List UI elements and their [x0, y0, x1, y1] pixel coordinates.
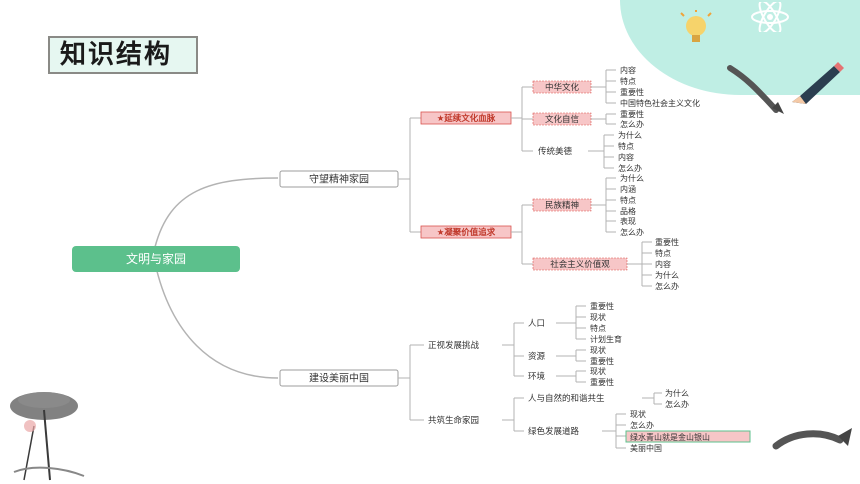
jiayuan-label: 共筑生命家园 [428, 415, 479, 426]
huanjing-label: 环境 [528, 371, 546, 382]
meide-label: 传统美德 [538, 146, 573, 157]
minzu-item-5: 表现 [620, 216, 636, 226]
lvse-label: 绿色发展道路 [528, 426, 580, 437]
ink-fish-icon [727, 65, 784, 114]
root-node [72, 246, 240, 272]
zhonghua-item-4: 中国特色社会主义文化 [620, 98, 700, 108]
minzu-item-1: 为什么 [620, 173, 644, 183]
group-yanxu-label: ★延续文化血脉 [437, 113, 496, 124]
ziyuan-item-1: 现状 [590, 345, 606, 355]
meide-item-1: 为什么 [618, 130, 642, 140]
title-box [48, 36, 198, 74]
renkou-item-2: 现状 [590, 312, 606, 322]
huanjing-item-2: 重要性 [590, 377, 614, 387]
minzu-item-3: 特点 [620, 195, 636, 205]
huanjing-item-1: 现状 [590, 366, 606, 376]
tiaozhan-label: 正视发展挑战 [428, 340, 480, 351]
lotus-painting [10, 392, 85, 481]
jiazhiguan-item-5: 怎么办 [655, 281, 679, 291]
jiazhiguan-label: 社会主义价值观 [550, 259, 610, 270]
meide-item-3: 内容 [618, 152, 634, 162]
lvse-item-4: 美丽中国 [630, 443, 662, 453]
zhonghua-label: 中华文化 [545, 82, 580, 93]
minzu-item-4: 品格 [620, 206, 636, 216]
ziyuan-item-2: 重要性 [590, 356, 614, 366]
ziyuan-label: 资源 [528, 351, 546, 362]
renkou-item-3: 特点 [590, 323, 606, 333]
jiazhiguan-item-2: 特点 [655, 248, 671, 258]
group-ningju-label: ★凝聚价值追求 [437, 227, 496, 238]
jiazhiguan-item-3: 内容 [655, 259, 671, 269]
minzu-item-6: 怎么办 [620, 227, 644, 237]
branch2-label: 建设美丽中国 [309, 372, 369, 385]
root-label: 文明与家园 [126, 251, 186, 266]
lvse-item-1: 现状 [630, 409, 646, 419]
lvse-highlight-box [625, 430, 751, 443]
zixin-item-1: 重要性 [620, 109, 644, 119]
atom-icon [751, 2, 789, 32]
ink-fish-icon-2 [772, 428, 852, 450]
hexie-item-2: 怎么办 [665, 399, 689, 409]
zixin-item-2: 怎么办 [620, 119, 644, 129]
meide-item-4: 怎么办 [618, 163, 642, 173]
meide-item-2: 特点 [618, 141, 634, 151]
jiazhiguan-item-1: 重要性 [655, 237, 679, 247]
renkou-item-4: 计划生育 [590, 334, 622, 344]
hexie-item-1: 为什么 [665, 388, 689, 398]
hexie-label: 人与自然的和谐共生 [528, 393, 605, 404]
zhonghua-item-1: 内容 [620, 65, 636, 75]
pencil-icon [792, 62, 844, 104]
zhonghua-item-2: 特点 [620, 76, 636, 86]
renkou-label: 人口 [528, 319, 545, 329]
minzu-item-2: 内涵 [620, 184, 636, 194]
lightbulb-icon [680, 10, 712, 42]
renkou-item-1: 重要性 [590, 301, 614, 311]
lvse-item-2: 怎么办 [630, 420, 654, 430]
zixin-label: 文化自信 [545, 114, 580, 125]
jiazhiguan-item-4: 为什么 [655, 270, 679, 280]
zhonghua-item-3: 重要性 [620, 87, 644, 97]
branch1-label: 守望精神家园 [309, 173, 369, 186]
lvse-item-3: 绿水青山就是金山银山 [630, 432, 710, 442]
minzu-label: 民族精神 [545, 200, 579, 211]
page-title: 知识结构 [60, 40, 173, 70]
